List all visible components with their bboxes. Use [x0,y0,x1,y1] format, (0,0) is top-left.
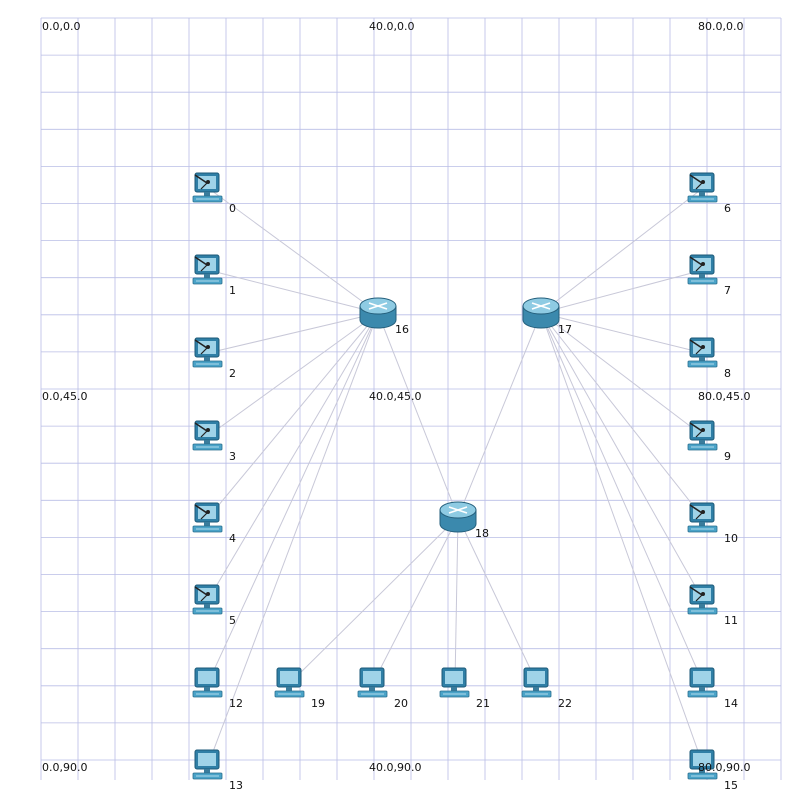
router-icon-16[interactable] [359,297,397,329]
link-21-18 [454,516,459,684]
device-label-20: 20 [394,697,408,710]
router-icon-18[interactable] [439,501,477,533]
link-5-16 [207,312,379,601]
link-11-17 [540,312,704,601]
wireless-pc-icon-2[interactable] [192,337,223,368]
link-15-17 [540,312,704,766]
link-22-18 [457,516,538,684]
link-0-16 [207,187,379,314]
pc-icon-12[interactable] [192,667,223,698]
link-9-17 [540,312,704,437]
device-label-10: 10 [724,532,738,545]
wireless-pc-icon-10[interactable] [687,502,718,533]
device-label-4: 4 [229,532,236,545]
pc-icon-22[interactable] [521,667,552,698]
link-7-17 [540,269,704,314]
device-label-21: 21 [476,697,490,710]
device-label-13: 13 [229,779,243,792]
coord-label-mid-center: 40.0,45.0 [369,390,422,403]
wireless-pc-icon-9[interactable] [687,420,718,451]
device-label-14: 14 [724,697,738,710]
device-label-0: 0 [229,202,236,215]
device-label-17: 17 [558,323,572,336]
link-12-16 [207,312,379,684]
device-label-6: 6 [724,202,731,215]
link-8-17 [540,312,704,354]
device-label-16: 16 [395,323,409,336]
coord-label-top-left: 0.0,0.0 [42,20,81,33]
coord-label-top-right: 80.0,0.0 [698,20,744,33]
links [207,187,704,766]
wireless-pc-icon-3[interactable] [192,420,223,451]
link-1-16 [207,269,379,314]
device-label-19: 19 [311,697,325,710]
coord-label-bottom-right: 80.0,90.0 [698,761,751,774]
coord-label-top-center: 40.0,0.0 [369,20,415,33]
coord-label-mid-left: 0.0,45.0 [42,390,88,403]
wireless-pc-icon-7[interactable] [687,254,718,285]
link-16-18 [377,312,459,518]
wireless-pc-icon-1[interactable] [192,254,223,285]
device-label-22: 22 [558,697,572,710]
link-14-17 [540,312,704,684]
link-10-17 [540,312,704,519]
link-6-17 [540,187,704,314]
device-label-5: 5 [229,614,236,627]
link-17-18 [457,312,542,518]
device-label-8: 8 [724,367,731,380]
coord-label-bottom-left: 0.0,90.0 [42,761,88,774]
coord-label-mid-right: 80.0,45.0 [698,390,751,403]
device-label-11: 11 [724,614,738,627]
pc-icon-21[interactable] [439,667,470,698]
device-label-2: 2 [229,367,236,380]
grid [40,17,782,780]
link-13-16 [207,312,379,766]
wireless-pc-icon-11[interactable] [687,584,718,615]
pc-icon-15[interactable] [687,749,718,780]
wireless-pc-icon-8[interactable] [687,337,718,368]
pc-icon-19[interactable] [274,667,305,698]
link-19-18 [289,516,459,684]
device-label-1: 1 [229,284,236,297]
pc-icon-13[interactable] [192,749,223,780]
pc-icon-20[interactable] [357,667,388,698]
devices [192,172,718,780]
link-2-16 [207,312,379,354]
device-label-9: 9 [724,450,731,463]
device-label-12: 12 [229,697,243,710]
wireless-pc-icon-5[interactable] [192,584,223,615]
wireless-pc-icon-0[interactable] [192,172,223,203]
link-4-16 [207,312,379,519]
coord-label-bottom-center: 40.0,90.0 [369,761,422,774]
wireless-pc-icon-4[interactable] [192,502,223,533]
device-label-3: 3 [229,450,236,463]
router-icon-17[interactable] [522,297,560,329]
device-label-15: 15 [724,779,738,792]
pc-icon-14[interactable] [687,667,718,698]
wireless-pc-icon-6[interactable] [687,172,718,203]
device-label-7: 7 [724,284,731,297]
device-label-18: 18 [475,527,489,540]
link-3-16 [207,312,379,437]
link-20-18 [372,516,459,684]
